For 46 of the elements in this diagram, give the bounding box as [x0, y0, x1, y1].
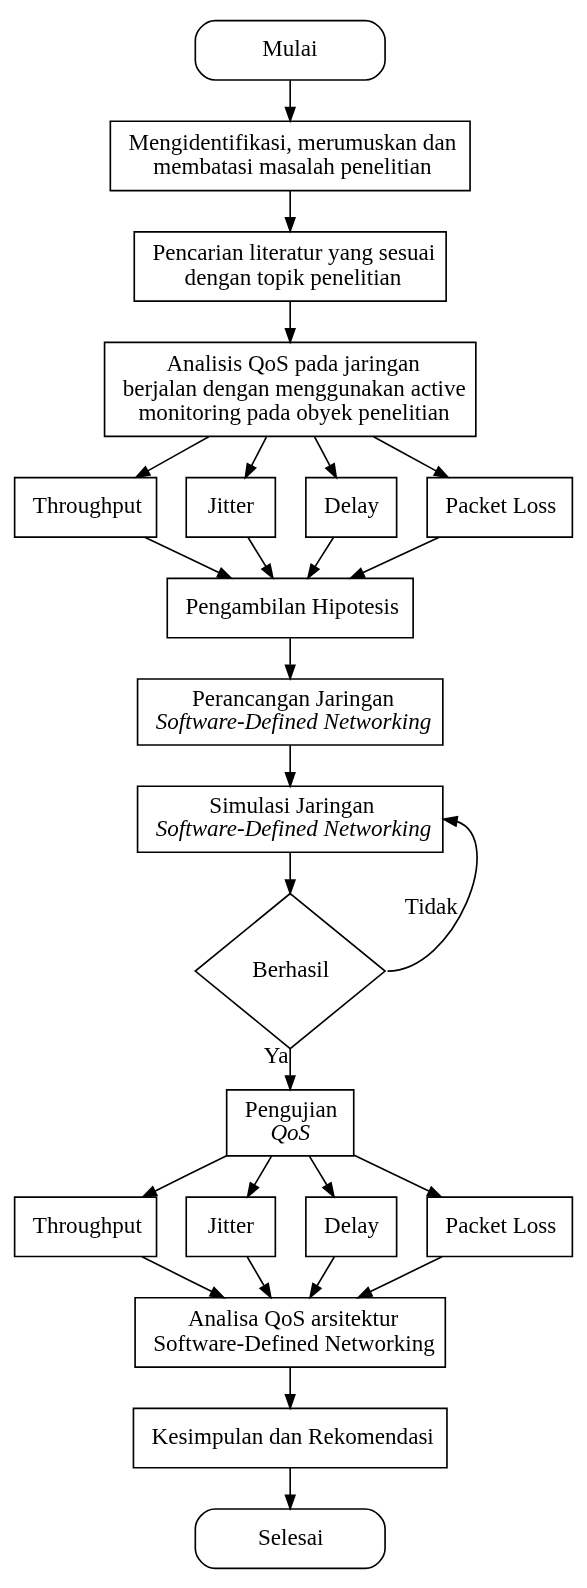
arrow: [284, 189, 296, 234]
arrow: [372, 435, 451, 479]
edge-label: Tidak: [404, 892, 458, 919]
arrow: [140, 1154, 228, 1198]
arrow: [246, 1155, 273, 1199]
arrow: [386, 815, 478, 972]
arrow: [284, 300, 296, 345]
node-box: Throughput: [13, 476, 158, 538]
arrow: [284, 744, 296, 789]
arrow: [284, 636, 296, 681]
node-box: Jitter: [185, 1195, 277, 1257]
node-box: Delay: [305, 1195, 398, 1257]
arrow: [143, 535, 234, 579]
node-box: Kesimpulan dan Rekomendasi: [132, 1407, 448, 1469]
arrow: [353, 1153, 444, 1198]
node-box: Pengambilan Hipotesis: [166, 577, 414, 639]
arrow: [313, 435, 338, 480]
node-box: Jitter: [185, 476, 277, 538]
node-box: Perancangan Jaringan Software-Defined Networking: [136, 677, 444, 746]
arrow: [308, 1155, 336, 1199]
node-box: Analisis QoS pada jaringan berjalan dengan menggunakan active monitoring pada obyek penelitian: [103, 341, 477, 437]
arrow: [348, 535, 440, 579]
arrow: [284, 851, 296, 896]
arrow: [284, 79, 296, 123]
node-box: Pengujian QoS: [225, 1088, 355, 1157]
arrow: [284, 1366, 296, 1410]
node-box: Delay: [305, 476, 398, 538]
node-box: Selesai: [194, 1507, 386, 1569]
node-box: Packet Loss: [426, 476, 574, 538]
node-box: Mengidentifikasi, merumuskan dan membatasi masalah penelitian: [109, 119, 471, 191]
arrow: [308, 1255, 336, 1299]
arrow: [133, 435, 210, 479]
node-box: Throughput: [13, 1195, 158, 1257]
arrow: [244, 435, 268, 480]
arrow: [306, 535, 335, 580]
node-box: Mulai: [194, 19, 386, 81]
node-box: Packet Loss: [426, 1195, 574, 1257]
arrow: [284, 1466, 296, 1511]
arrow: [141, 1255, 226, 1299]
node-box: Simulasi Jaringan Software-Defined Networking: [136, 784, 444, 853]
node-box: Pencarian literatur yang sesuai dengan topik penelitian: [133, 230, 447, 302]
arrow: [284, 1047, 296, 1092]
arrow: [246, 1255, 273, 1300]
arrow: [356, 1255, 443, 1299]
arrow: [247, 535, 275, 580]
node-box: Analisa QoS arsitektur Software-Defined Networking: [134, 1296, 447, 1368]
